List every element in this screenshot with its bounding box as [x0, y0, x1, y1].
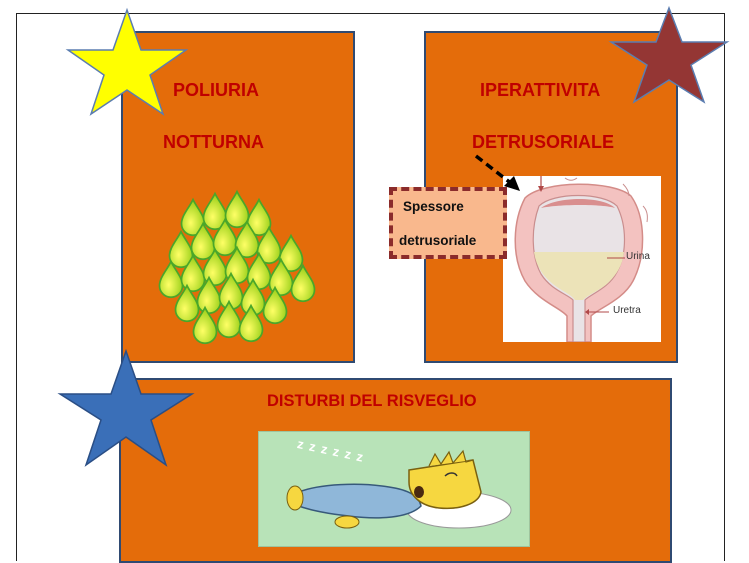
urethra-label: Uretra	[613, 305, 641, 316]
bladder-illustration: Urina Uretra	[503, 176, 661, 342]
droplet	[226, 192, 249, 228]
dark-red-star-icon	[607, 5, 732, 105]
urine-label: Urina	[626, 251, 650, 262]
yellow-star-icon	[62, 6, 192, 116]
blue-star-icon	[56, 348, 196, 468]
sleeping-character-image: z z z z z z	[258, 431, 530, 547]
panel-title: DISTURBI DEL RISVEGLIO	[267, 392, 477, 411]
callout-line1: Spessore	[403, 199, 464, 214]
panel-title-line1: IPERATTIVITA	[480, 80, 600, 101]
dashed-arrow	[470, 150, 530, 200]
panel-title-line2: NOTTURNA	[163, 132, 264, 153]
droplets-illustration	[153, 188, 323, 348]
callout-line2: detrusoriale	[399, 233, 476, 248]
